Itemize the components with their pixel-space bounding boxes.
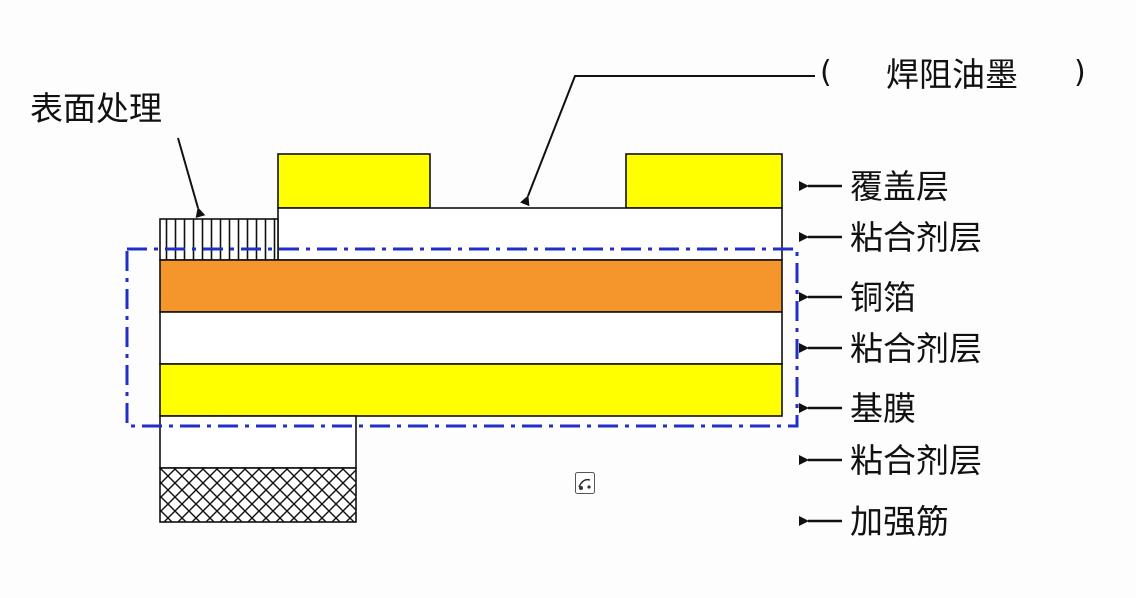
label-solder-mask-open: (	[820, 55, 832, 90]
label-base-film: 基膜	[850, 389, 916, 428]
label-adhesive-2: 粘合剂层	[850, 329, 982, 368]
copper-foil-layer	[159, 259, 783, 313]
label-copper-foil: 铜箔	[850, 278, 916, 317]
label-adhesive-1: 粘合剂层	[850, 218, 982, 257]
surface-treatment-block	[159, 218, 279, 261]
stiffener-block	[159, 467, 357, 523]
label-solder-mask-close: )	[1074, 55, 1086, 90]
base-film-layer	[159, 363, 783, 417]
label-adhesive-3: 粘合剂层	[850, 441, 982, 480]
label-solder-mask: 焊阻油墨	[886, 55, 1018, 94]
label-stiffener: 加强筋	[850, 502, 949, 541]
coverlay-pad-left	[277, 153, 431, 209]
adhesive-layer-top	[277, 207, 783, 261]
coverlay-pad-right	[625, 153, 783, 209]
watermark-icon	[575, 472, 595, 494]
label-coverlay: 覆盖层	[850, 167, 949, 206]
solder-mask-leader	[520, 75, 815, 207]
adhesive-layer-bottom	[159, 415, 357, 469]
base-material-boundary	[125, 247, 799, 428]
adhesive-layer-middle	[159, 311, 783, 365]
surface-treatment-leader	[177, 137, 206, 219]
label-surface-treatment: 表面处理	[30, 89, 162, 128]
